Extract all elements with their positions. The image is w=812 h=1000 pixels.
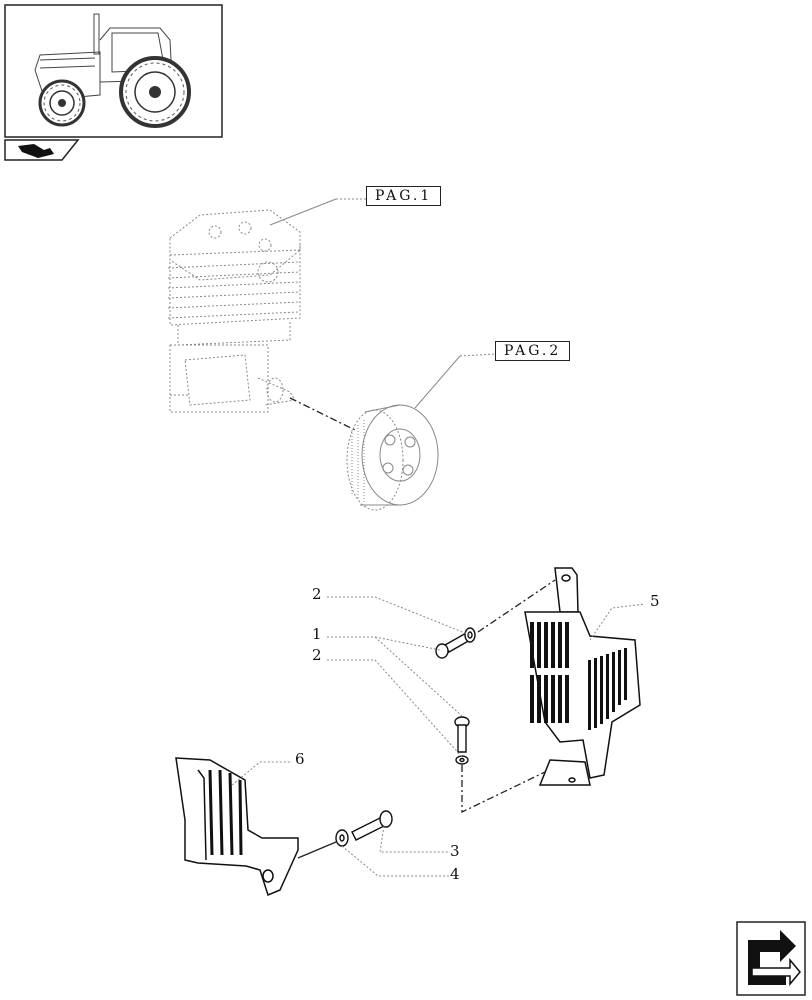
next-page-arrow-icon[interactable] — [736, 921, 806, 996]
callout-6: 6 — [295, 750, 305, 768]
callout-leaders — [231, 596, 646, 877]
callout-2-lower: 2 — [312, 646, 322, 664]
callout-2-top: 2 — [312, 585, 322, 603]
guard5-top-axis — [477, 579, 556, 633]
callout-4: 4 — [450, 865, 460, 883]
pag1-leader — [269, 198, 337, 226]
callout-3: 3 — [450, 842, 460, 860]
bolt-small — [335, 810, 393, 847]
tractor-thumbnail-icon[interactable] — [4, 4, 223, 138]
bolt-lower — [454, 716, 470, 765]
guard-left-part-6 — [175, 757, 299, 897]
pulley-ghost — [346, 404, 439, 511]
bolt-top — [435, 627, 476, 659]
callout-5: 5 — [650, 592, 660, 610]
guard6-bolt-axis — [297, 841, 337, 859]
guard-right-part-5 — [524, 567, 641, 786]
pag2-leader-dash — [459, 353, 496, 357]
shaft-axis-line — [289, 397, 356, 431]
page-reference-1[interactable]: PAG.1 — [366, 186, 442, 206]
section-book-icon[interactable] — [4, 139, 80, 161]
compressor-ghost — [167, 209, 301, 413]
callout-1: 1 — [312, 625, 322, 643]
page-reference-2[interactable]: PAG.2 — [495, 341, 571, 361]
pag2-leader — [414, 355, 461, 409]
guard5-bottom-axis — [461, 765, 546, 814]
